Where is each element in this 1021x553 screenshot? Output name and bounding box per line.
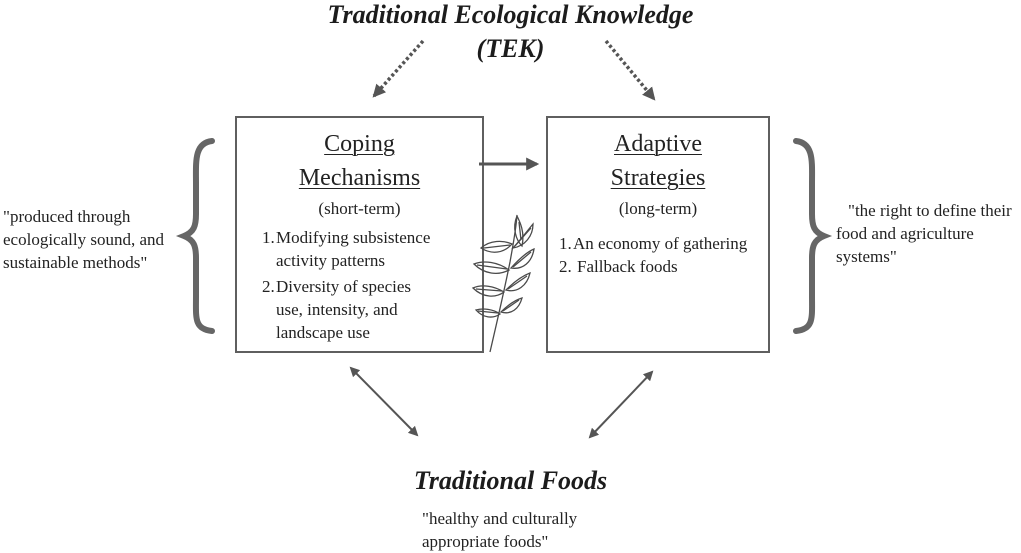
coping-subtitle: (short-term) [318,199,401,218]
adaptive-item-2-line1: Fallback foods [577,257,678,276]
coping-item-1-number: 1. [262,228,275,247]
left-quote-line2: ecologically sound, and [3,230,164,249]
coping-item-1-line2: activity patterns [276,251,386,270]
coping-item-2-line2: use, intensity, and [276,300,398,319]
adaptive-strategies-box: Adaptive Strategies (long-term) 1. An ec… [546,116,770,353]
right-quote-line2: food and agriculture [836,224,974,243]
traditional-foods-title: Traditional Foods [413,466,608,495]
coping-foods-double-arrow [349,366,419,437]
adaptive-item-1-line1: An economy of gathering [573,234,748,253]
tek-title: Traditional Ecological Knowledge (TEK) [0,0,1021,66]
adaptive-item-2-number: 2. [559,257,572,276]
bottom-quote-line1: "healthy and culturally [422,509,578,528]
adaptive-title-line2: Strategies [610,165,706,191]
coping-item-1-line1: Modifying subsistence [276,228,431,247]
right-brace-icon [793,138,833,334]
adaptive-item-1-number: 1. [559,234,572,253]
coping-title-line1: Coping [324,131,395,157]
coping-title-line2: Mechanisms [298,165,421,191]
adaptive-title-line1: Adaptive [614,131,702,157]
coping-mechanisms-box: Coping Mechanisms (short-term) 1. Modify… [235,116,484,353]
right-quote-line1: "the right to define their [848,201,1012,220]
right-quote: "the right to define their food and agri… [836,199,1021,268]
right-quote-line3: systems" [836,247,897,266]
bottom-quote-line2: appropriate foods" [422,532,549,551]
left-quote-line3: sustainable methods" [3,253,148,272]
left-quote-line1: "produced through [3,207,131,226]
adaptive-foods-double-arrow [588,370,654,439]
tek-title-line1: Traditional Ecological Knowledge [327,0,694,29]
adaptive-subtitle: (long-term) [618,199,698,218]
coping-item-2-line3: landscape use [276,323,370,342]
coping-item-2-number: 2. [262,277,275,296]
left-quote: "produced through ecologically sound, an… [3,205,183,274]
left-brace-icon [175,138,215,334]
tek-title-line2: (TEK) [476,34,545,63]
coping-item-2-line1: Diversity of species [276,277,412,296]
bottom-quote: "healthy and culturally appropriate food… [422,507,642,553]
